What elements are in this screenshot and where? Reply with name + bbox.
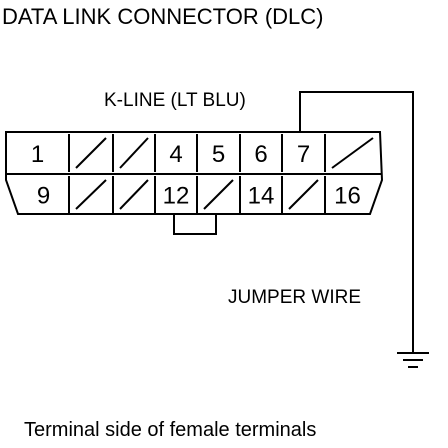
- unused-pin-slash: [119, 137, 149, 169]
- unused-pin-slash: [203, 179, 234, 210]
- ground-icon: [397, 352, 429, 368]
- jumper-wire: [299, 91, 414, 352]
- diagram-title: DATA LINK CONNECTOR (DLC): [2, 4, 324, 29]
- pin-label-9: 9: [37, 183, 50, 210]
- pin-label-6: 6: [254, 141, 267, 168]
- unused-pin-slash: [331, 137, 374, 169]
- pin-label-5: 5: [212, 141, 225, 168]
- pin-label-16: 16: [334, 183, 361, 210]
- pin-label-1: 1: [31, 141, 44, 168]
- caption: Terminal side of female terminals: [24, 419, 317, 441]
- unused-pin-slash: [288, 179, 319, 210]
- connector-key-tab: [173, 214, 217, 235]
- unused-pin-slash: [119, 179, 149, 210]
- unused-pin-slash: [75, 137, 107, 169]
- pin-label-4: 4: [169, 141, 182, 168]
- pin-label-12: 12: [163, 183, 190, 210]
- pin-label-7: 7: [297, 141, 310, 168]
- connector-outline: [5, 131, 384, 215]
- pin-label-14: 14: [248, 183, 275, 210]
- unused-pin-slash: [75, 179, 107, 210]
- jumper-wire-label: JUMPER WIRE: [228, 287, 361, 308]
- k-line-label: K-LINE (LT BLU): [104, 90, 246, 111]
